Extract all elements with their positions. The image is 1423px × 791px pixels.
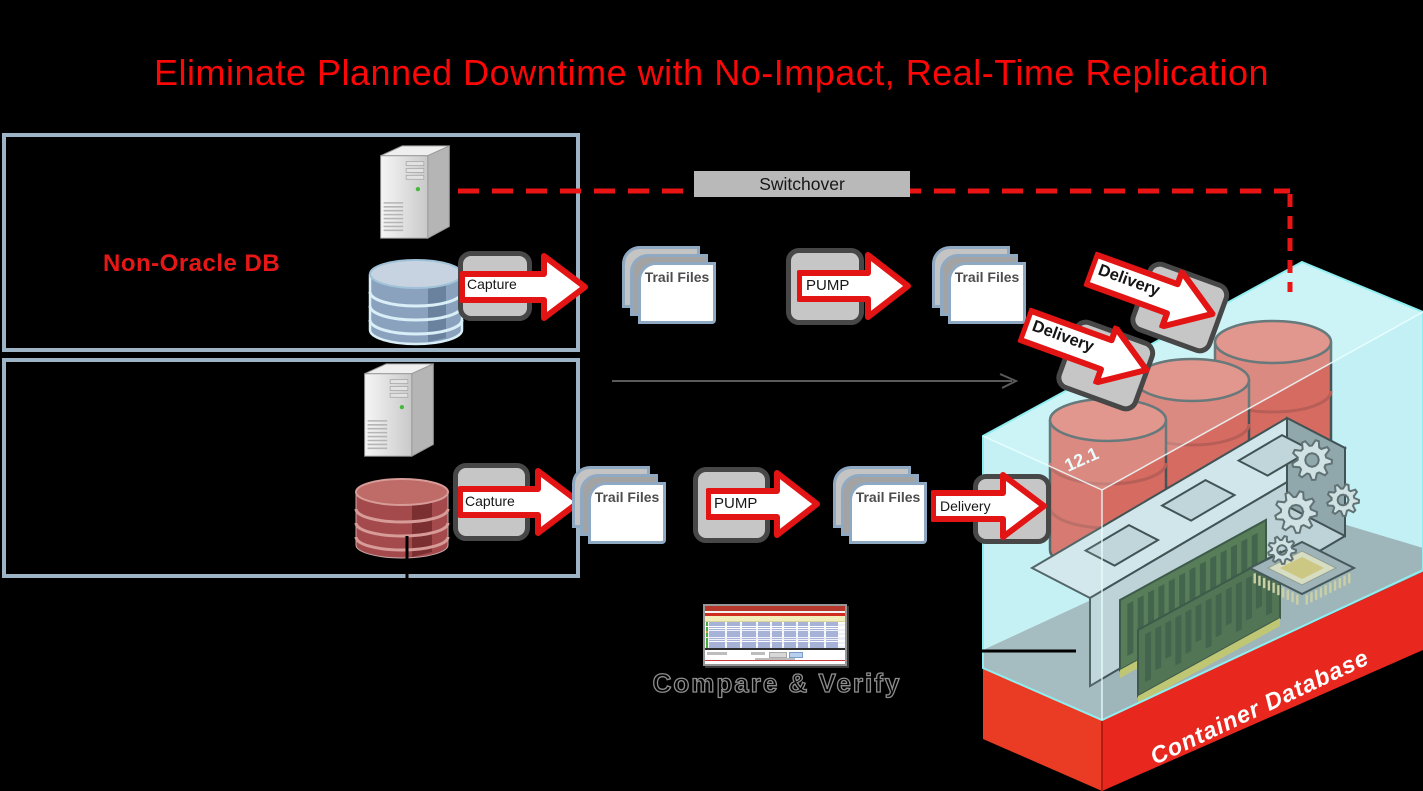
mini-table-footer: [705, 650, 845, 662]
server-icon: [364, 363, 434, 458]
mini-table-rows: [705, 622, 845, 649]
capture-arrow-icon: [458, 468, 582, 536]
cube-glass-faces: [982, 260, 1423, 722]
trail-files-label: Trail Files: [855, 489, 921, 505]
pump-label: PUMP: [806, 277, 850, 294]
delivery-arrow-icon: [1083, 251, 1216, 330]
database-cylinder-blue-icon: [368, 259, 464, 346]
source-zone-non-oracle: [2, 133, 580, 352]
capture-label: Capture: [465, 493, 515, 509]
mini-table-row: [705, 630, 845, 633]
delivery-label: Delivery: [940, 498, 991, 514]
mini-table-row: [705, 637, 845, 640]
delivery-arrow-rotated: Delivery: [1077, 240, 1231, 350]
mini-window-titlebar: [705, 606, 845, 611]
delivery-arrow-icon: [931, 472, 1047, 540]
mini-table-row: [705, 641, 845, 644]
capture-arrow-icon: [460, 253, 588, 321]
trail-files-icon: Trail Files: [572, 466, 672, 548]
mini-table-row: [705, 635, 845, 638]
pump-label: PUMP: [714, 495, 758, 512]
trail-files-icon: Trail Files: [932, 246, 1032, 328]
source-zone-oracle: [2, 358, 580, 578]
capture-label: Capture: [467, 276, 517, 292]
mini-table-header: [705, 616, 845, 622]
trail-files-label: Trail Files: [594, 489, 660, 505]
trail-files-icon: Trail Files: [833, 466, 933, 548]
page-title: Eliminate Planned Downtime with No-Impac…: [153, 52, 1270, 93]
trail-files-label: Trail Files: [644, 269, 710, 285]
delivery-arrow-rotated: Delivery: [1011, 296, 1165, 406]
switchover-label: Switchover: [759, 174, 845, 194]
non-oracle-db-label: Non-Oracle DB: [103, 250, 281, 277]
trail-files-label: Trail Files: [954, 269, 1020, 285]
mini-table-row: [705, 626, 845, 629]
mini-table-row: [705, 639, 845, 642]
memory-icon: [1119, 518, 1281, 704]
switchover-bar: Switchover: [694, 171, 910, 197]
mini-table-row: [705, 644, 845, 647]
mini-table-row: [705, 622, 845, 625]
compare-verify-table: [703, 604, 847, 666]
mini-table-row: [705, 646, 845, 649]
mini-table-row: [705, 624, 845, 627]
server-icon: [380, 145, 450, 240]
pump-arrow-icon: [797, 252, 911, 320]
compare-verify-label: Compare & Verify: [652, 667, 902, 698]
mini-table-row: [705, 628, 845, 631]
mini-table-row: [705, 633, 845, 636]
gears-icon: [1267, 439, 1361, 566]
pump-arrow-icon: [706, 470, 820, 538]
trail-files-icon: Trail Files: [622, 246, 722, 328]
delivery-arrow-icon: [1017, 307, 1150, 386]
database-cylinder-red-icon: [354, 478, 450, 559]
